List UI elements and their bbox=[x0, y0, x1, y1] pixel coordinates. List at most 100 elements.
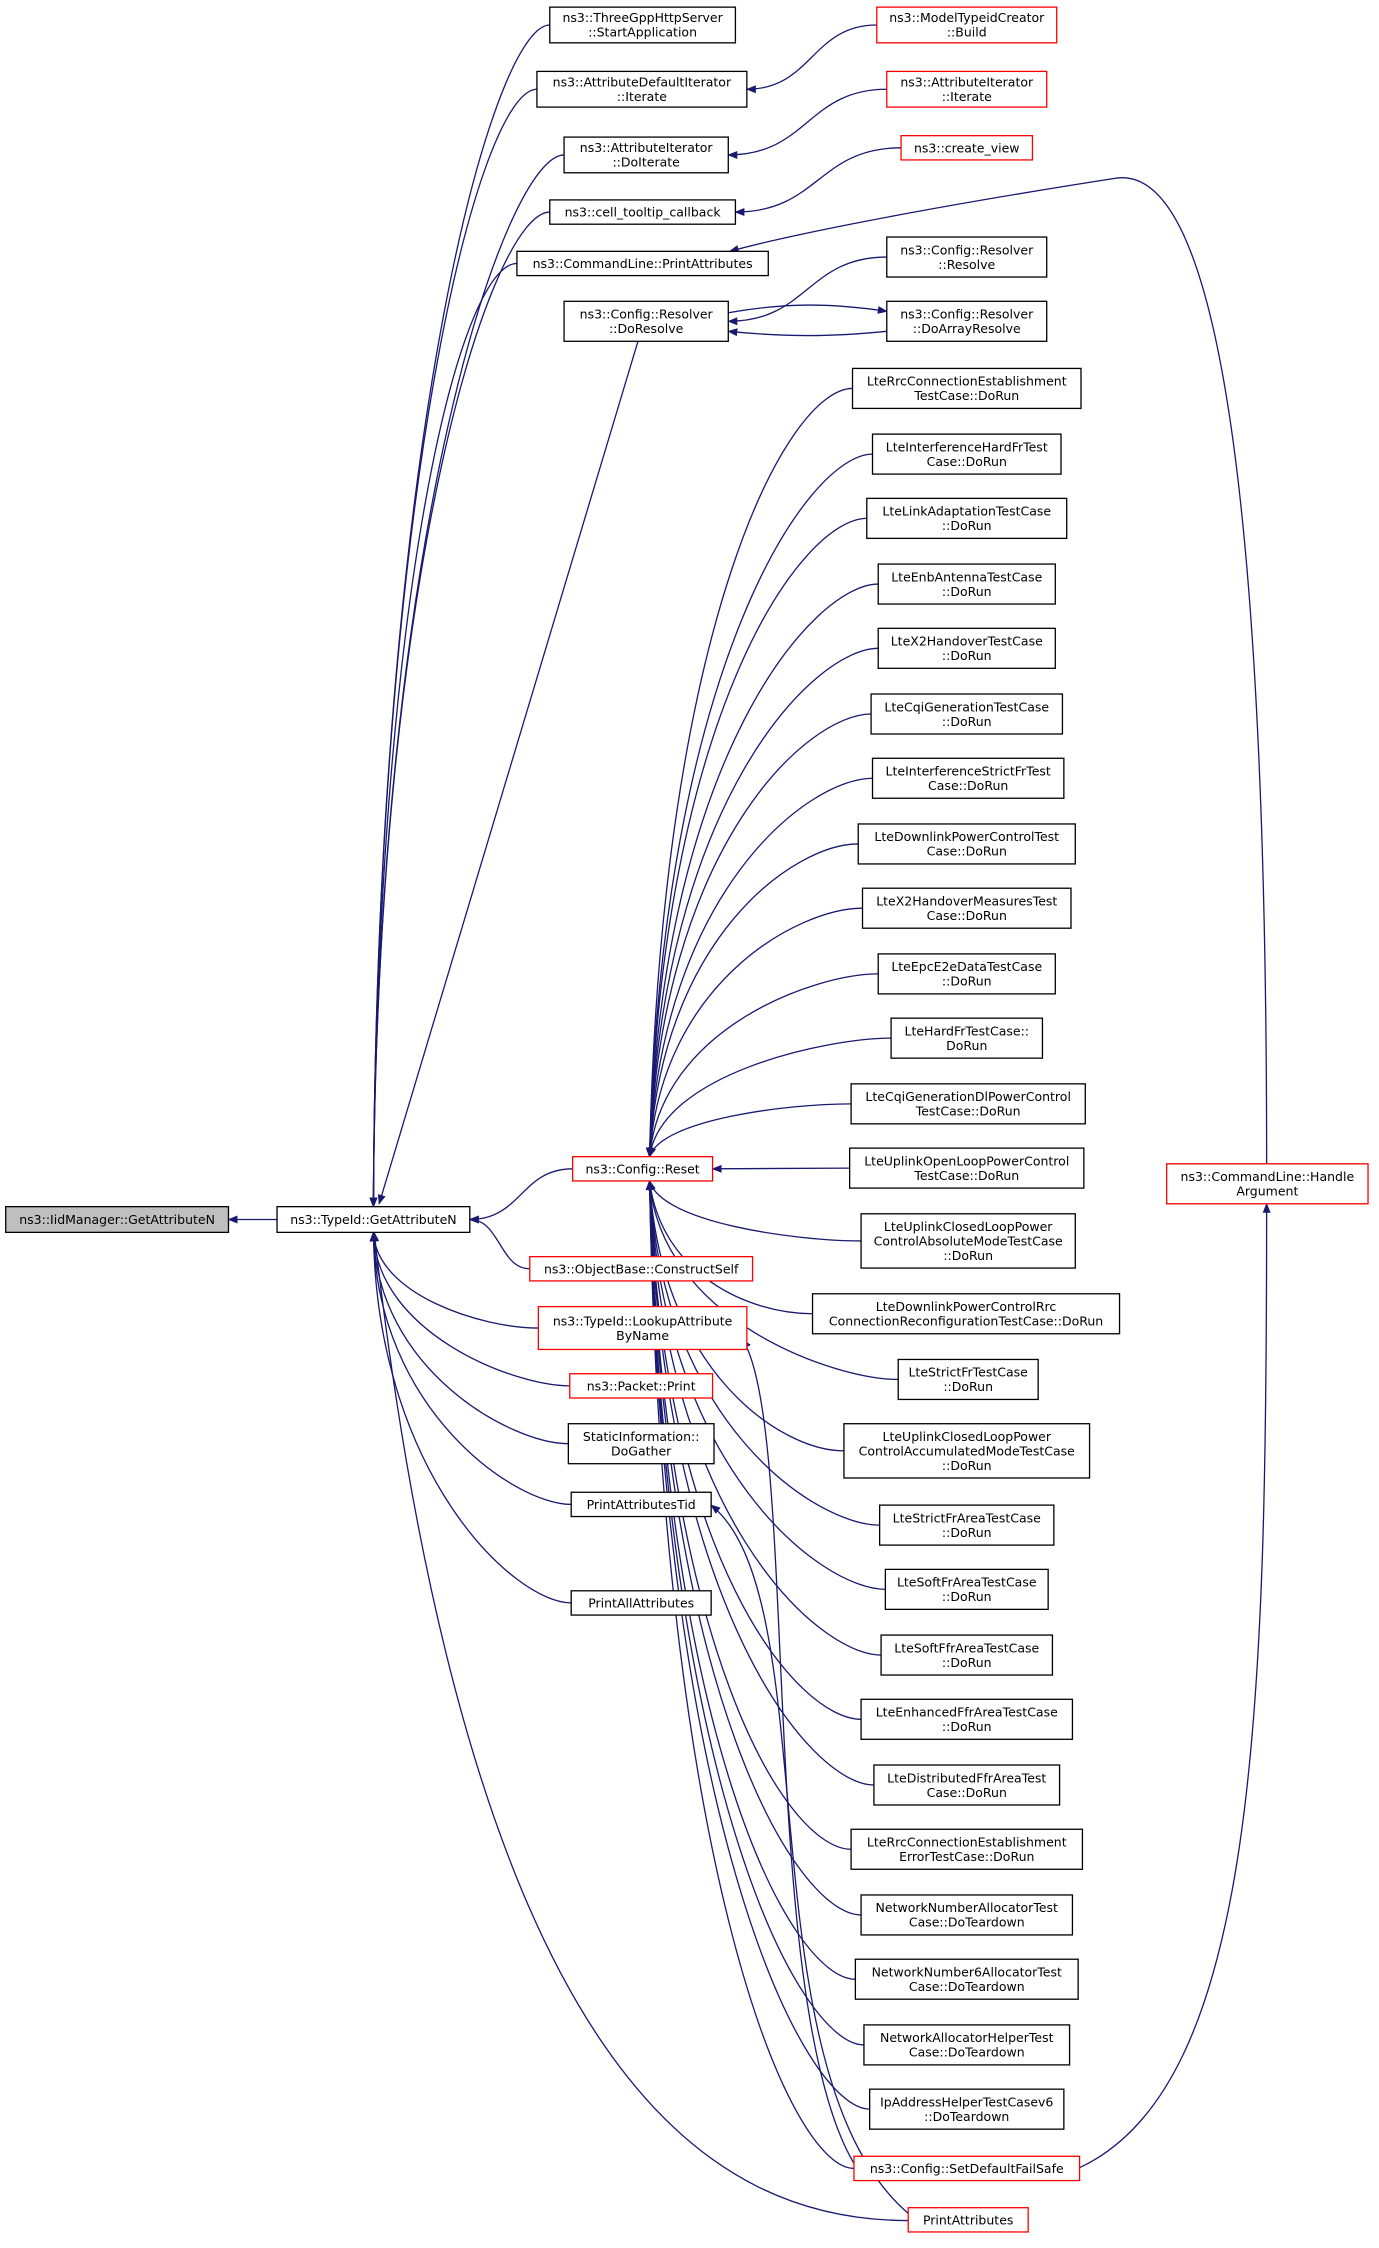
node-box bbox=[5, 1206, 230, 1234]
node-box bbox=[850, 1083, 1086, 1125]
node-t6[interactable]: LteCqiGenerationTestCase::DoRun bbox=[870, 693, 1064, 735]
node-t4[interactable]: LteEnbAntennaTestCase::DoRun bbox=[877, 563, 1056, 605]
edge-reset-to-getattrn bbox=[468, 1168, 573, 1224]
node-label-line: Case::DoTeardown bbox=[909, 1915, 1025, 1930]
node-label-line: ::DoRun bbox=[942, 1525, 992, 1540]
edge-t4-to-reset bbox=[645, 583, 879, 1158]
node-t12[interactable]: LteCqiGenerationDlPowerControlTestCase::… bbox=[850, 1083, 1086, 1125]
node-cmdprint[interactable]: ns3::CommandLine::PrintAttributes bbox=[516, 250, 769, 277]
node-t14[interactable]: LteUplinkClosedLoopPowerControlAbsoluteM… bbox=[860, 1213, 1076, 1269]
edge-t13-to-reset bbox=[711, 1164, 850, 1173]
edge-t14-to-reset bbox=[648, 1179, 862, 1242]
node-t3[interactable]: LteLinkAdaptationTestCase::DoRun bbox=[866, 497, 1068, 540]
node-box bbox=[860, 1894, 1074, 1936]
node-t24[interactable]: NetworkNumberAllocatorTestCase::DoTeardo… bbox=[860, 1894, 1074, 1936]
node-staticinfo[interactable]: StaticInformation::DoGather bbox=[567, 1423, 715, 1465]
node-label-line: LteRrcConnectionEstablishment bbox=[867, 1835, 1067, 1850]
edge-t15-to-reset bbox=[646, 1179, 813, 1315]
node-box bbox=[854, 1958, 1079, 2000]
edge-setdefault-to-handlearg bbox=[1079, 1202, 1271, 2169]
node-t13[interactable]: LteUplinkOpenLoopPowerControlTestCase::D… bbox=[849, 1147, 1085, 1189]
node-t25[interactable]: NetworkNumber6AllocatorTestCase::DoTeard… bbox=[854, 1958, 1079, 2000]
node-resolve[interactable]: ns3::Config::Resolver::Resolve bbox=[886, 236, 1048, 278]
node-attrit_it[interactable]: ns3::AttributeIterator::Iterate bbox=[886, 70, 1048, 108]
node-modeltypeid[interactable]: ns3::ModelTypeidCreator::Build bbox=[876, 6, 1058, 44]
node-box bbox=[886, 300, 1048, 342]
node-box bbox=[549, 6, 737, 44]
node-box bbox=[549, 199, 737, 225]
node-t5[interactable]: LteX2HandoverTestCase::DoRun bbox=[877, 627, 1056, 669]
node-createview[interactable]: ns3::create_view bbox=[900, 135, 1034, 161]
node-box bbox=[876, 6, 1058, 44]
node-t26[interactable]: NetworkAllocatorHelperTestCase::DoTeardo… bbox=[863, 2024, 1071, 2066]
node-celltooltip[interactable]: ns3::cell_tooltip_callback bbox=[549, 199, 737, 225]
node-doarray[interactable]: ns3::Config::Resolver::DoArrayResolve bbox=[886, 300, 1048, 342]
node-box bbox=[877, 627, 1056, 669]
node-box bbox=[866, 497, 1068, 540]
node-attrdefit[interactable]: ns3::AttributeDefaultIterator::Iterate bbox=[536, 70, 748, 108]
node-label-line: LteCqiGenerationDlPowerControl bbox=[865, 1089, 1071, 1104]
node-label-line: ns3::TypeId::GetAttributeN bbox=[290, 1212, 456, 1227]
node-label-line: NetworkNumberAllocatorTest bbox=[876, 1900, 1058, 1915]
node-t21[interactable]: LteEnhancedFfrAreaTestCase::DoRun bbox=[860, 1698, 1074, 1740]
node-t18[interactable]: LteStrictFrAreaTestCase::DoRun bbox=[878, 1504, 1055, 1546]
node-getattrn[interactable]: ns3::TypeId::GetAttributeN bbox=[276, 1206, 471, 1234]
node-box bbox=[863, 2024, 1071, 2066]
node-label-line: DoRun bbox=[946, 1038, 987, 1053]
node-attrit_doit[interactable]: ns3::AttributeIterator::DoIterate bbox=[563, 136, 729, 174]
edge-createview-to-celltooltip bbox=[734, 147, 902, 217]
edge-t9-to-reset bbox=[646, 907, 863, 1158]
node-printattributes[interactable]: PrintAttributes bbox=[907, 2207, 1029, 2233]
node-printallattr[interactable]: PrintAllAttributes bbox=[570, 1590, 712, 1616]
edge-resolve-to-doresolve bbox=[727, 256, 887, 326]
node-t1[interactable]: LteRrcConnectionEstablishmentTestCase::D… bbox=[851, 367, 1082, 410]
node-label-line: ::DoRun bbox=[942, 1458, 992, 1473]
node-label-line: LteInterferenceStrictFrTest bbox=[886, 764, 1051, 779]
node-label-line: ns3::Config::Reset bbox=[585, 1161, 699, 1176]
node-doresolve[interactable]: ns3::Config::Resolver::DoResolve bbox=[563, 300, 729, 342]
node-t20[interactable]: LteSoftFfrAreaTestCase::DoRun bbox=[880, 1634, 1054, 1676]
node-t11[interactable]: LteHardFrTestCase::DoRun bbox=[890, 1017, 1044, 1059]
edge-doresolve-to-doarray bbox=[728, 304, 888, 314]
node-constructself[interactable]: ns3::ObjectBase::ConstructSelf bbox=[529, 1255, 754, 1282]
edge-t23-to-reset bbox=[645, 1179, 852, 1850]
edge-staticinfo-to-getattrn bbox=[369, 1231, 569, 1445]
node-reset[interactable]: ns3::Config::Reset bbox=[571, 1156, 714, 1182]
node-label-line: LteUplinkOpenLoopPowerControl bbox=[864, 1153, 1069, 1168]
node-t15[interactable]: LteDownlinkPowerControlRrcConnectionReco… bbox=[811, 1293, 1121, 1335]
node-threegpp[interactable]: ns3::ThreeGppHttpServer::StartApplicatio… bbox=[549, 6, 737, 44]
node-box bbox=[869, 2088, 1065, 2130]
node-label-line: ns3::CommandLine::PrintAttributes bbox=[533, 256, 753, 271]
node-setdefault[interactable]: ns3::Config::SetDefaultFailSafe bbox=[853, 2155, 1081, 2182]
node-label-line: IpAddressHelperTestCasev6 bbox=[880, 2094, 1053, 2109]
node-t19[interactable]: LteSoftFrAreaTestCase::DoRun bbox=[884, 1568, 1049, 1611]
node-t17[interactable]: LteUplinkClosedLoopPowerControlAccumulat… bbox=[843, 1423, 1091, 1479]
node-packetprint[interactable]: ns3::Packet::Print bbox=[569, 1373, 714, 1399]
node-box bbox=[563, 300, 729, 342]
node-label-line: ::DoRun bbox=[942, 1655, 992, 1670]
node-box bbox=[536, 70, 748, 108]
node-label-line: LteEpcE2eDataTestCase bbox=[891, 959, 1042, 974]
node-label-line: ::DoRun bbox=[943, 1379, 993, 1394]
node-box bbox=[529, 1255, 754, 1282]
edge-t6-to-reset bbox=[645, 713, 872, 1158]
node-printattrtid[interactable]: PrintAttributesTid bbox=[570, 1491, 712, 1518]
node-t16[interactable]: LteStrictFrTestCase::DoRun bbox=[897, 1358, 1039, 1401]
node-box bbox=[849, 1147, 1085, 1189]
node-t27[interactable]: IpAddressHelperTestCasev6::DoTeardown bbox=[869, 2088, 1065, 2130]
node-t10[interactable]: LteEpcE2eDataTestCase::DoRun bbox=[877, 953, 1056, 995]
edge-printallattr-to-getattrn bbox=[369, 1231, 572, 1604]
node-label-line: NetworkAllocatorHelperTest bbox=[880, 2030, 1054, 2045]
node-label-line: Case::DoRun bbox=[928, 778, 1008, 793]
node-box bbox=[570, 1590, 712, 1616]
node-t23[interactable]: LteRrcConnectionEstablishmentErrorTestCa… bbox=[850, 1828, 1084, 1870]
node-label-line: LteDownlinkPowerControlTest bbox=[874, 829, 1059, 844]
